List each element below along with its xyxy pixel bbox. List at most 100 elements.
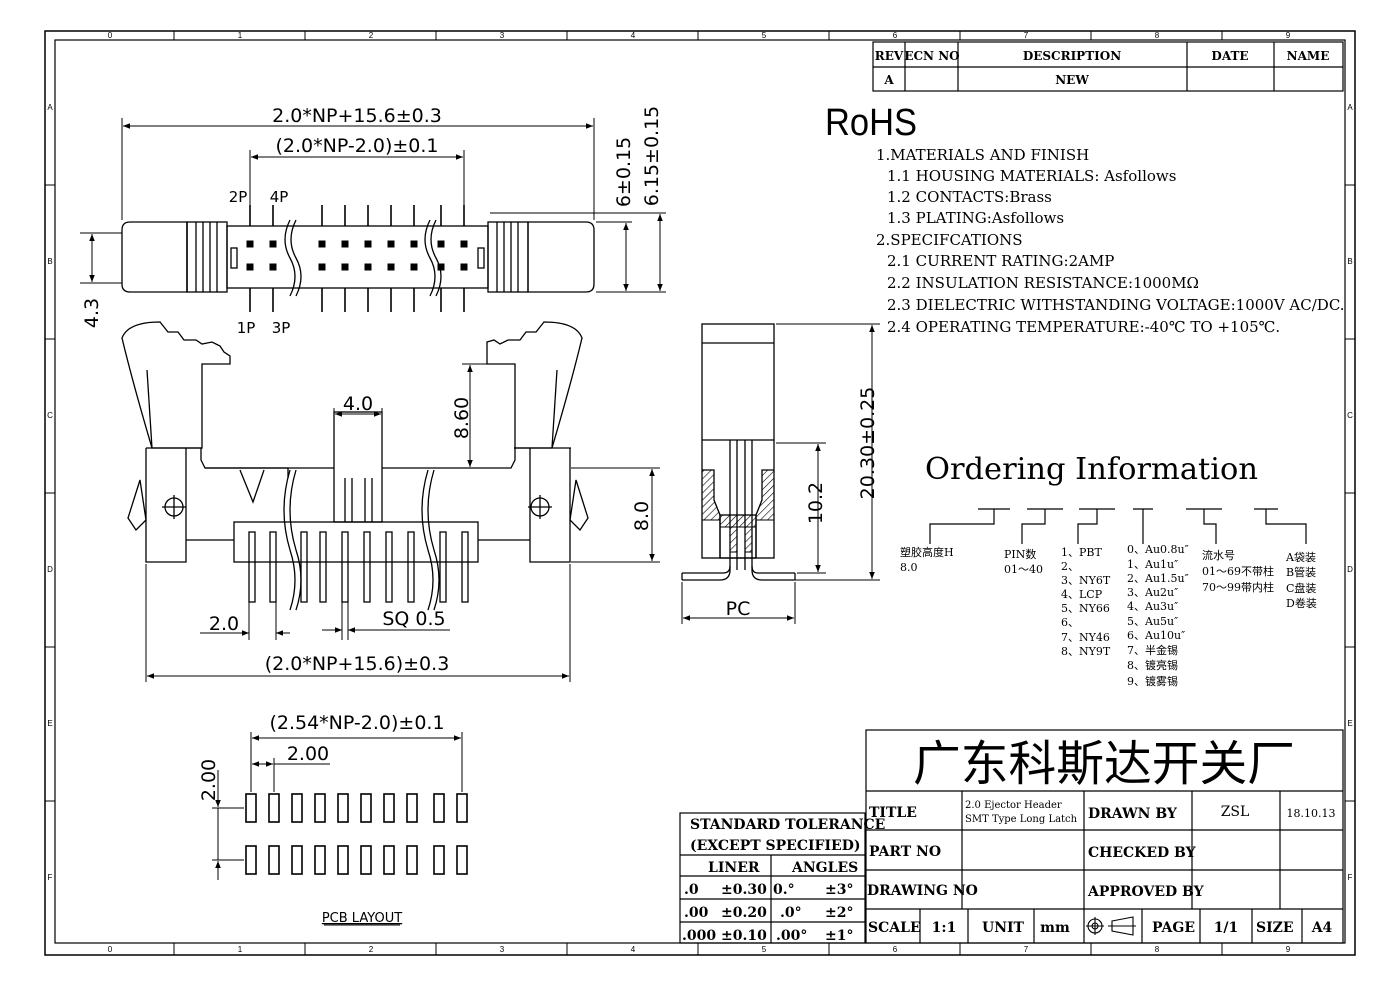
dim-top-pitch: (2.0*NP-2.0)±0.1 [275,135,438,157]
order-material: 8、NY9T [1061,645,1111,658]
spec-line: 1.MATERIALS AND FINISH [876,146,1089,164]
scale-value: 1:1 [932,920,957,936]
col-label: 3 [500,945,505,954]
order-serial: 流水号 [1202,548,1235,562]
tolerance-liner: ±0.10 [721,928,767,944]
col-label: 4 [631,945,636,954]
checked-by-label: CHECKED BY [1088,845,1197,861]
unit-value: mm [1040,920,1070,936]
page-label: PAGE [1152,920,1195,936]
front-view [121,321,589,611]
row-label: D [47,565,53,574]
size-value: A4 [1311,920,1333,936]
revision-table: REV ECN NO DESCRIPTION DATE NAME A NEW [872,41,1344,92]
order-serial: 01～69不带柱 [1202,564,1274,578]
order-serial: 70～99带内柱 [1202,580,1274,594]
order-plating: 0、Au0.8u″ [1127,543,1189,556]
row-label: E [47,719,52,728]
drawn-by-value: ZSL [1221,804,1250,820]
tolerance-angle: .0° [780,905,802,921]
col-label: 3 [500,31,505,40]
order-material: 3、NY6T [1061,574,1111,587]
spec-line: 1.2 CONTACTS:Brass [887,188,1052,206]
spec-line: 2.2 INSULATION RESISTANCE:1000MΩ [887,274,1199,292]
pin-4p-label: 4P [270,188,289,206]
side-view-labels: 20.30±0.25 10.2 PC [726,387,879,620]
pin-2p-label: 2P [229,188,248,206]
row-label: F [48,873,53,882]
drawn-by-label: DRAWN BY [1088,806,1178,822]
spec-line: 2.1 CURRENT RATING:2AMP [887,252,1114,270]
order-material: 6、 [1061,616,1079,629]
dim-pin-pitch: 2.0 [209,613,239,635]
order-resin-value: 8.0 [900,561,918,574]
date-header: DATE [1211,49,1248,63]
dim-top-total: 2.0*NP+15.6±0.3 [272,105,442,127]
dim-pcb-pitch: 2.00 [287,743,329,765]
dim-side-total: 20.30±0.25 [857,387,879,500]
order-resin-height: 塑胶高度H [900,545,954,559]
col-label: 4 [631,31,636,40]
order-pin-range: 01～40 [1004,563,1043,576]
drawing-no-label: DRAWING NO [867,883,978,899]
rev-header: REV [875,49,904,63]
dim-top-6: 6±0.15 [613,137,635,207]
pcb-pads [245,793,468,875]
col-label: 9 [1286,945,1291,954]
projection-symbol-icon [1086,916,1136,936]
order-plating: 3、Au2u″ [1127,586,1178,599]
front-view-pins [248,531,469,603]
top-view-pins [246,205,468,312]
order-plating: 6、Au10u″ [1127,629,1185,642]
col-label: 2 [369,945,374,954]
dim-front-total: (2.0*NP+15.6)±0.3 [265,653,450,675]
tolerance-liner: ±0.30 [721,882,767,898]
title-block: 广东科斯达开关厂 TITLE PART NO DRAWING NO DRAWN … [865,729,1344,944]
company-name: 广东科斯达开关厂 [913,736,1295,792]
order-plating: 7、半金锡 [1127,643,1178,657]
drawn-date-value: 18.10.13 [1287,807,1336,820]
order-material: 5、NY66 [1061,602,1110,615]
row-label: C [1347,411,1353,420]
page-value: 1/1 [1214,920,1239,936]
spec-notes: 1.MATERIALS AND FINISH 1.1 HOUSING MATER… [876,146,1345,336]
order-plating: 2、Au1.5u″ [1127,572,1189,585]
ordering-options: 塑胶高度H 8.0 PIN数 01～40 1、PBT 2、 3、NY6T 4、L… [900,543,1317,688]
tolerance-precision: .00 [684,905,709,921]
ordering-title: Ordering Information [925,452,1258,487]
size-label: SIZE [1256,920,1294,936]
pcb-layout-label: PCB LAYOUT [322,911,402,926]
title-value-line1: 2.0 Ejector Header [965,800,1062,811]
pcb-dimensions [212,732,463,880]
pcb-labels: (2.54*NP-2.0)±0.1 2.00 2.00 PCB LAYOUT [198,712,445,926]
dim-top-615: 6.15±0.15 [641,106,663,207]
front-view-dimensions [145,363,660,682]
ordering-brackets [929,508,1307,544]
tolerance-table: STANDARD TOLERANCE (EXCEPT SPECIFIED) LI… [679,812,885,944]
tolerance-angle: .00° [776,928,807,944]
dim-latch-width: 4.0 [343,393,373,415]
top-view [121,219,595,297]
dim-pcb-span: (2.54*NP-2.0)±0.1 [269,712,444,734]
ecn-header: ECN NO [904,49,959,63]
side-view-hatch [701,469,775,553]
tolerance-precision: .0 [684,882,699,898]
tolerance-precision: .000 [682,928,716,944]
order-plating: 4、Au3u″ [1127,600,1178,613]
description-header: DESCRIPTION [1023,49,1121,63]
row-label: D [1347,565,1353,574]
col-label: 6 [893,31,898,40]
part-no-label: PART NO [869,844,941,860]
order-package: C盘装 [1286,581,1316,595]
order-material: 1、PBT [1061,546,1102,559]
order-material: 4、LCP [1061,588,1103,601]
col-label: 0 [108,945,113,954]
dim-side-pc: PC [726,598,751,620]
tolerance-angle-value: ±2° [825,905,853,921]
tolerance-angle-value: ±1° [825,928,853,944]
top-view-dimensions [80,118,666,293]
order-material: 2、 [1061,560,1079,573]
side-view-dimensions [681,323,880,624]
order-plating: 5、Au5u″ [1127,615,1178,628]
